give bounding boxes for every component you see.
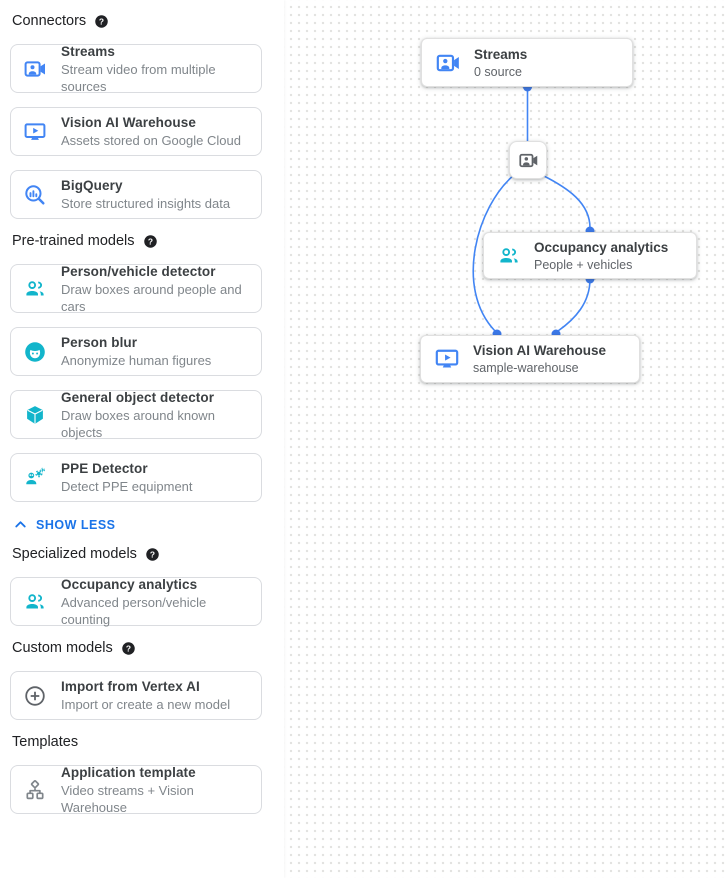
node-subtitle: 0 source: [474, 64, 522, 79]
section-title-templates: Templates: [12, 734, 262, 751]
edge-source-to-warehouse: [472, 174, 515, 332]
svg-text:?: ?: [126, 644, 131, 654]
section-title-specialized-models: Specialized models ?: [12, 546, 262, 563]
section-title-label: Custom models: [12, 640, 113, 656]
palette-item-description: Import or create a new model: [61, 697, 231, 712]
section-title-label: Specialized models: [12, 546, 137, 562]
help-icon[interactable]: ?: [94, 14, 109, 29]
node-occupancy-analytics[interactable]: Occupancy analytics People + vehicles: [483, 232, 697, 279]
show-less-button[interactable]: SHOW LESS: [12, 516, 116, 533]
palette-item-description: Draw boxes around known objects: [61, 407, 215, 440]
palette-item-title: Person blur: [61, 335, 138, 350]
smart-display-icon: [23, 120, 47, 144]
palette-item-description: Detect PPE equipment: [61, 479, 193, 494]
edge-layer: [472, 82, 595, 339]
palette-item-description: Draw boxes around people and cars: [61, 281, 242, 314]
palette-item-description: Store structured insights data: [61, 196, 231, 211]
palette-item-title: Streams: [61, 43, 115, 59]
palette-item-description: Stream video from multiple sources: [61, 61, 216, 94]
edge-occupancy-to-warehouse: [557, 278, 591, 332]
palette-item-bigquery[interactable]: BigQuery Store structured insights data: [10, 170, 262, 219]
section-title-connectors: Connectors ?: [12, 13, 262, 30]
palette-item-import-from-vertex-ai[interactable]: Import from Vertex AI Import or create a…: [10, 671, 262, 720]
help-icon[interactable]: ?: [121, 641, 136, 656]
palette-item-description: Video streams + Vision Warehouse: [61, 782, 194, 815]
add-circle-icon: [23, 684, 47, 708]
palette-item-title: Person/vehicle detector: [61, 263, 216, 279]
node-subtitle: sample-warehouse: [473, 361, 579, 375]
palette-item-occupancy-analytics[interactable]: Occupancy analytics Advanced person/vehi…: [10, 576, 262, 627]
palette-item-title: General object detector: [61, 389, 215, 405]
palette-item-vision-ai-warehouse[interactable]: Vision AI Warehouse Assets stored on Goo…: [10, 107, 262, 156]
palette-item-description: Anonymize human figures: [61, 353, 212, 368]
section-title-label: Connectors: [12, 13, 87, 29]
edge-source-to-occupancy: [541, 174, 591, 229]
smart-display-icon: [434, 346, 460, 372]
cube-icon: [23, 403, 47, 427]
node-stream-source[interactable]: [509, 141, 547, 179]
show-less-label: SHOW LESS: [36, 517, 116, 532]
tree-icon: [23, 778, 47, 802]
node-vision-ai-warehouse[interactable]: Vision AI Warehouse sample-warehouse: [420, 335, 640, 383]
help-icon[interactable]: ?: [143, 234, 158, 249]
section-title-label: Templates: [12, 734, 79, 750]
help-icon[interactable]: ?: [145, 547, 160, 562]
node-title: Occupancy analytics: [534, 239, 669, 255]
palette-item-description: Advanced person/vehicle counting: [61, 594, 207, 627]
node-title: Vision AI Warehouse: [473, 343, 607, 358]
video-camera-icon: [23, 57, 47, 81]
people-icon: [497, 244, 521, 268]
people-icon: [23, 277, 47, 301]
palette-item-ppe-detector[interactable]: PPE Detector Detect PPE equipment: [10, 453, 262, 502]
people-icon: [23, 590, 47, 614]
node-streams[interactable]: Streams 0 source: [421, 38, 633, 87]
palette-item-title: Import from Vertex AI: [61, 679, 200, 694]
section-title-pretrained-models: Pre-trained models ?: [12, 233, 262, 250]
node-subtitle: People + vehicles: [534, 257, 633, 272]
palette-item-title: Occupancy analytics: [61, 576, 198, 592]
bigquery-icon: [23, 183, 47, 207]
node-title: Streams: [474, 46, 528, 62]
palette-item-description: Assets stored on Google Cloud: [61, 133, 241, 148]
palette-item-application-template[interactable]: Application template Video streams + Vis…: [10, 764, 262, 815]
component-palette: Connectors ? Streams Stream video from m…: [0, 0, 284, 878]
ppe-icon: [23, 466, 47, 490]
palette-item-title: Application template: [61, 764, 196, 780]
palette-item-streams[interactable]: Streams Stream video from multiple sourc…: [10, 43, 262, 94]
svg-text:?: ?: [150, 550, 155, 560]
chevron-up-icon: [12, 516, 29, 533]
video-camera-icon: [518, 150, 539, 171]
palette-item-title: BigQuery: [61, 178, 123, 193]
pipeline-canvas[interactable]: Streams 0 source Occupancy analytics Peo…: [284, 0, 725, 878]
section-title-label: Pre-trained models: [12, 233, 135, 249]
palette-item-title: Vision AI Warehouse: [61, 115, 196, 130]
face-blur-icon: [23, 340, 47, 364]
video-camera-icon: [435, 50, 461, 76]
palette-item-person-blur[interactable]: Person blur Anonymize human figures: [10, 327, 262, 376]
section-title-custom-models: Custom models ?: [12, 640, 262, 657]
palette-item-title: PPE Detector: [61, 461, 148, 476]
svg-text:?: ?: [147, 237, 152, 247]
palette-item-general-object-detector[interactable]: General object detector Draw boxes aroun…: [10, 389, 262, 440]
svg-text:?: ?: [99, 17, 104, 27]
palette-item-person-vehicle-detector[interactable]: Person/vehicle detector Draw boxes aroun…: [10, 263, 262, 314]
